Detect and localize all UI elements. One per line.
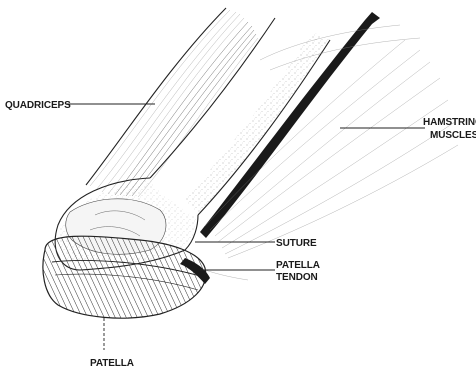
label-patella-tendon-line1: PATELLA	[276, 260, 320, 271]
label-hamstring-line1: HAMSTRING	[423, 117, 476, 128]
femur-bone	[150, 12, 380, 238]
label-suture: SUTURE	[276, 238, 317, 249]
label-quadriceps: QUADRICEPS	[5, 100, 71, 111]
label-patella-tendon-line2: TENDON	[276, 272, 318, 283]
label-hamstring-line2: MUSCLES	[430, 130, 476, 141]
patella-bone	[43, 236, 206, 318]
label-patella: PATELLA	[90, 358, 134, 369]
